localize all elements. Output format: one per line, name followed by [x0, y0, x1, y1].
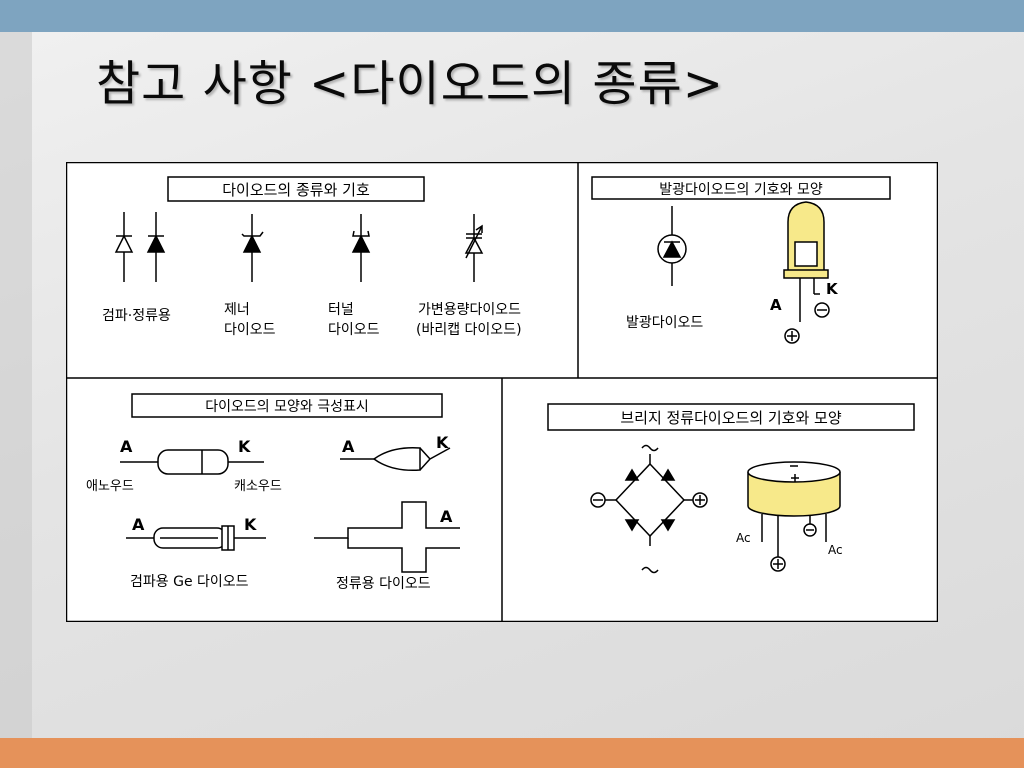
panel-led-heading: 발광다이오드의 기호와 모양 [659, 182, 823, 198]
bridge-minus-icon [590, 492, 606, 508]
zener-label-line2: 다이오드 [224, 322, 276, 338]
rectifier-diode-a: A [440, 507, 453, 526]
slide-title: 참고 사항 <다이오드의 종류> [96, 56, 724, 112]
led-minus-icon [814, 302, 830, 318]
axial-diode-drawing [120, 449, 264, 475]
varicap-label-line2: (바리캡 다이오드) [416, 322, 522, 338]
panel-diode-types: 다이오드의 종류와 기호 [102, 176, 522, 338]
bridge-component-drawing [747, 461, 841, 558]
panel-led: 발광다이오드의 기호와 모양 발광다이오드 A K [591, 176, 891, 344]
led-pin-k: K [826, 280, 839, 298]
glass-diode-drawing [340, 446, 451, 472]
zener-diode-symbol [241, 214, 264, 282]
varicap-diode-symbol [464, 214, 484, 282]
varicap-label-line1: 가변용량다이오드 [418, 302, 521, 318]
panel-bridge-heading: 브리지 정류다이오드의 기호와 모양 [620, 409, 842, 427]
led-plus-icon [784, 328, 800, 344]
led-symbol [657, 206, 687, 286]
panel-types-heading: 다이오드의 종류와 기호 [222, 181, 370, 199]
diode-diagram: 다이오드의 종류와 기호 [66, 162, 938, 622]
panel-polarity-heading: 다이오드의 모양와 극성표시 [205, 399, 368, 415]
glass-diode-k: K [436, 433, 449, 452]
bridge-part-minus-icon [803, 523, 817, 537]
cathode-label: 캐소우드 [234, 479, 282, 494]
panel-types-heading-box [167, 176, 425, 202]
led-pin-a: A [770, 296, 782, 314]
rectifier-diode-label: 정류용 다이오드 [336, 576, 431, 592]
bridge-plus-icon [692, 492, 708, 508]
tunnel-label-line1: 터널 [328, 302, 354, 318]
rectifier-diode-drawing [314, 501, 460, 573]
panel-polarity-heading-box [131, 393, 443, 418]
left-accent-strip [0, 32, 32, 738]
glass-diode-a: A [342, 437, 355, 456]
ge-diode-a: A [132, 515, 145, 534]
detector-diode-symbol [114, 212, 166, 282]
bridge-rectifier-symbol [604, 444, 694, 574]
bridge-ac-left: Ac [736, 531, 751, 545]
bottom-accent-bar [0, 738, 1024, 768]
led-component-drawing [783, 201, 829, 322]
anode-label: 애노우드 [86, 479, 134, 494]
top-accent-bar [0, 0, 1024, 32]
panel-bridge-heading-box [547, 403, 915, 431]
panel-bridge: 브리지 정류다이오드의 기호와 모양 [547, 403, 915, 574]
ge-diode-drawing [126, 525, 266, 551]
bridge-ac-right: Ac [828, 543, 843, 557]
panel-polarity: 다이오드의 모양와 극성표시 A K 애노우드 캐소우드 [86, 393, 460, 592]
tunnel-label-line2: 다이오드 [328, 322, 380, 338]
led-label: 발광다이오드 [626, 315, 703, 331]
ge-diode-label: 검파용 Ge 다이오드 [130, 574, 249, 590]
bridge-part-plus-icon [770, 556, 786, 572]
zener-label-line1: 제너 [224, 302, 250, 318]
axial-diode-k: K [238, 437, 251, 456]
detector-label: 검파·정류용 [102, 308, 171, 324]
panel-led-heading-box [591, 176, 891, 200]
tunnel-diode-symbol [351, 214, 371, 282]
diode-figure: 다이오드의 종류와 기호 [66, 162, 938, 622]
axial-diode-a: A [120, 437, 133, 456]
ge-diode-k: K [244, 515, 257, 534]
